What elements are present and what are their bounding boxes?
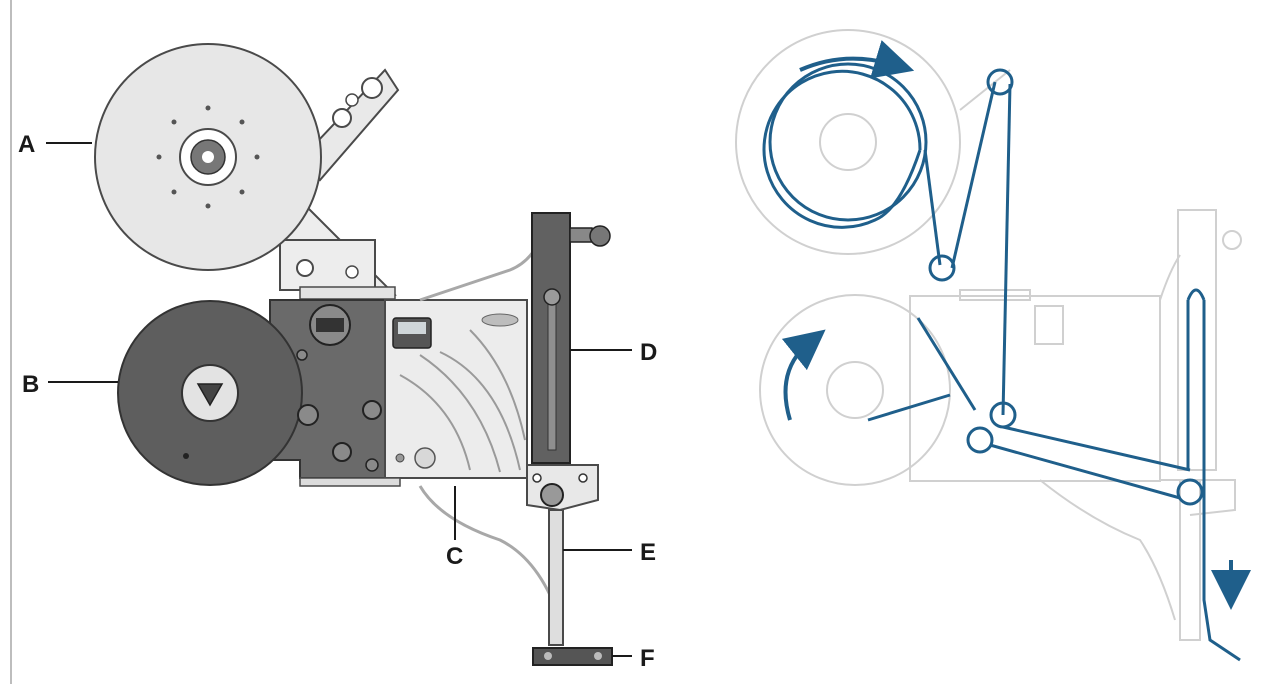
curved-arrow-icon xyxy=(781,329,826,421)
supply-reel-a xyxy=(94,43,322,271)
curved-arrow-icon xyxy=(799,40,915,79)
takeup-reel-b xyxy=(117,300,303,486)
drive-rollers xyxy=(296,304,382,472)
label-a: A xyxy=(18,131,35,158)
flow-arrows xyxy=(781,40,1251,610)
left-border-rule xyxy=(10,0,12,684)
label-e: E xyxy=(640,539,656,566)
machine-view: A B C D E F xyxy=(18,43,657,672)
label-f: F xyxy=(640,645,655,672)
applicator-foot-f xyxy=(532,647,613,666)
callouts xyxy=(46,142,632,657)
label-web-path xyxy=(762,62,1241,662)
electronics-housing xyxy=(299,299,528,487)
vertical-slide-d xyxy=(531,212,611,464)
web-path-view xyxy=(735,29,1251,662)
housing-top-plate xyxy=(299,286,396,300)
mounting-bracket xyxy=(526,464,599,512)
label-b: B xyxy=(22,371,39,398)
label-d: D xyxy=(640,339,657,366)
label-c: C xyxy=(446,543,463,570)
faded-machine-outline xyxy=(735,29,1242,641)
applicator-post-e xyxy=(548,509,564,646)
